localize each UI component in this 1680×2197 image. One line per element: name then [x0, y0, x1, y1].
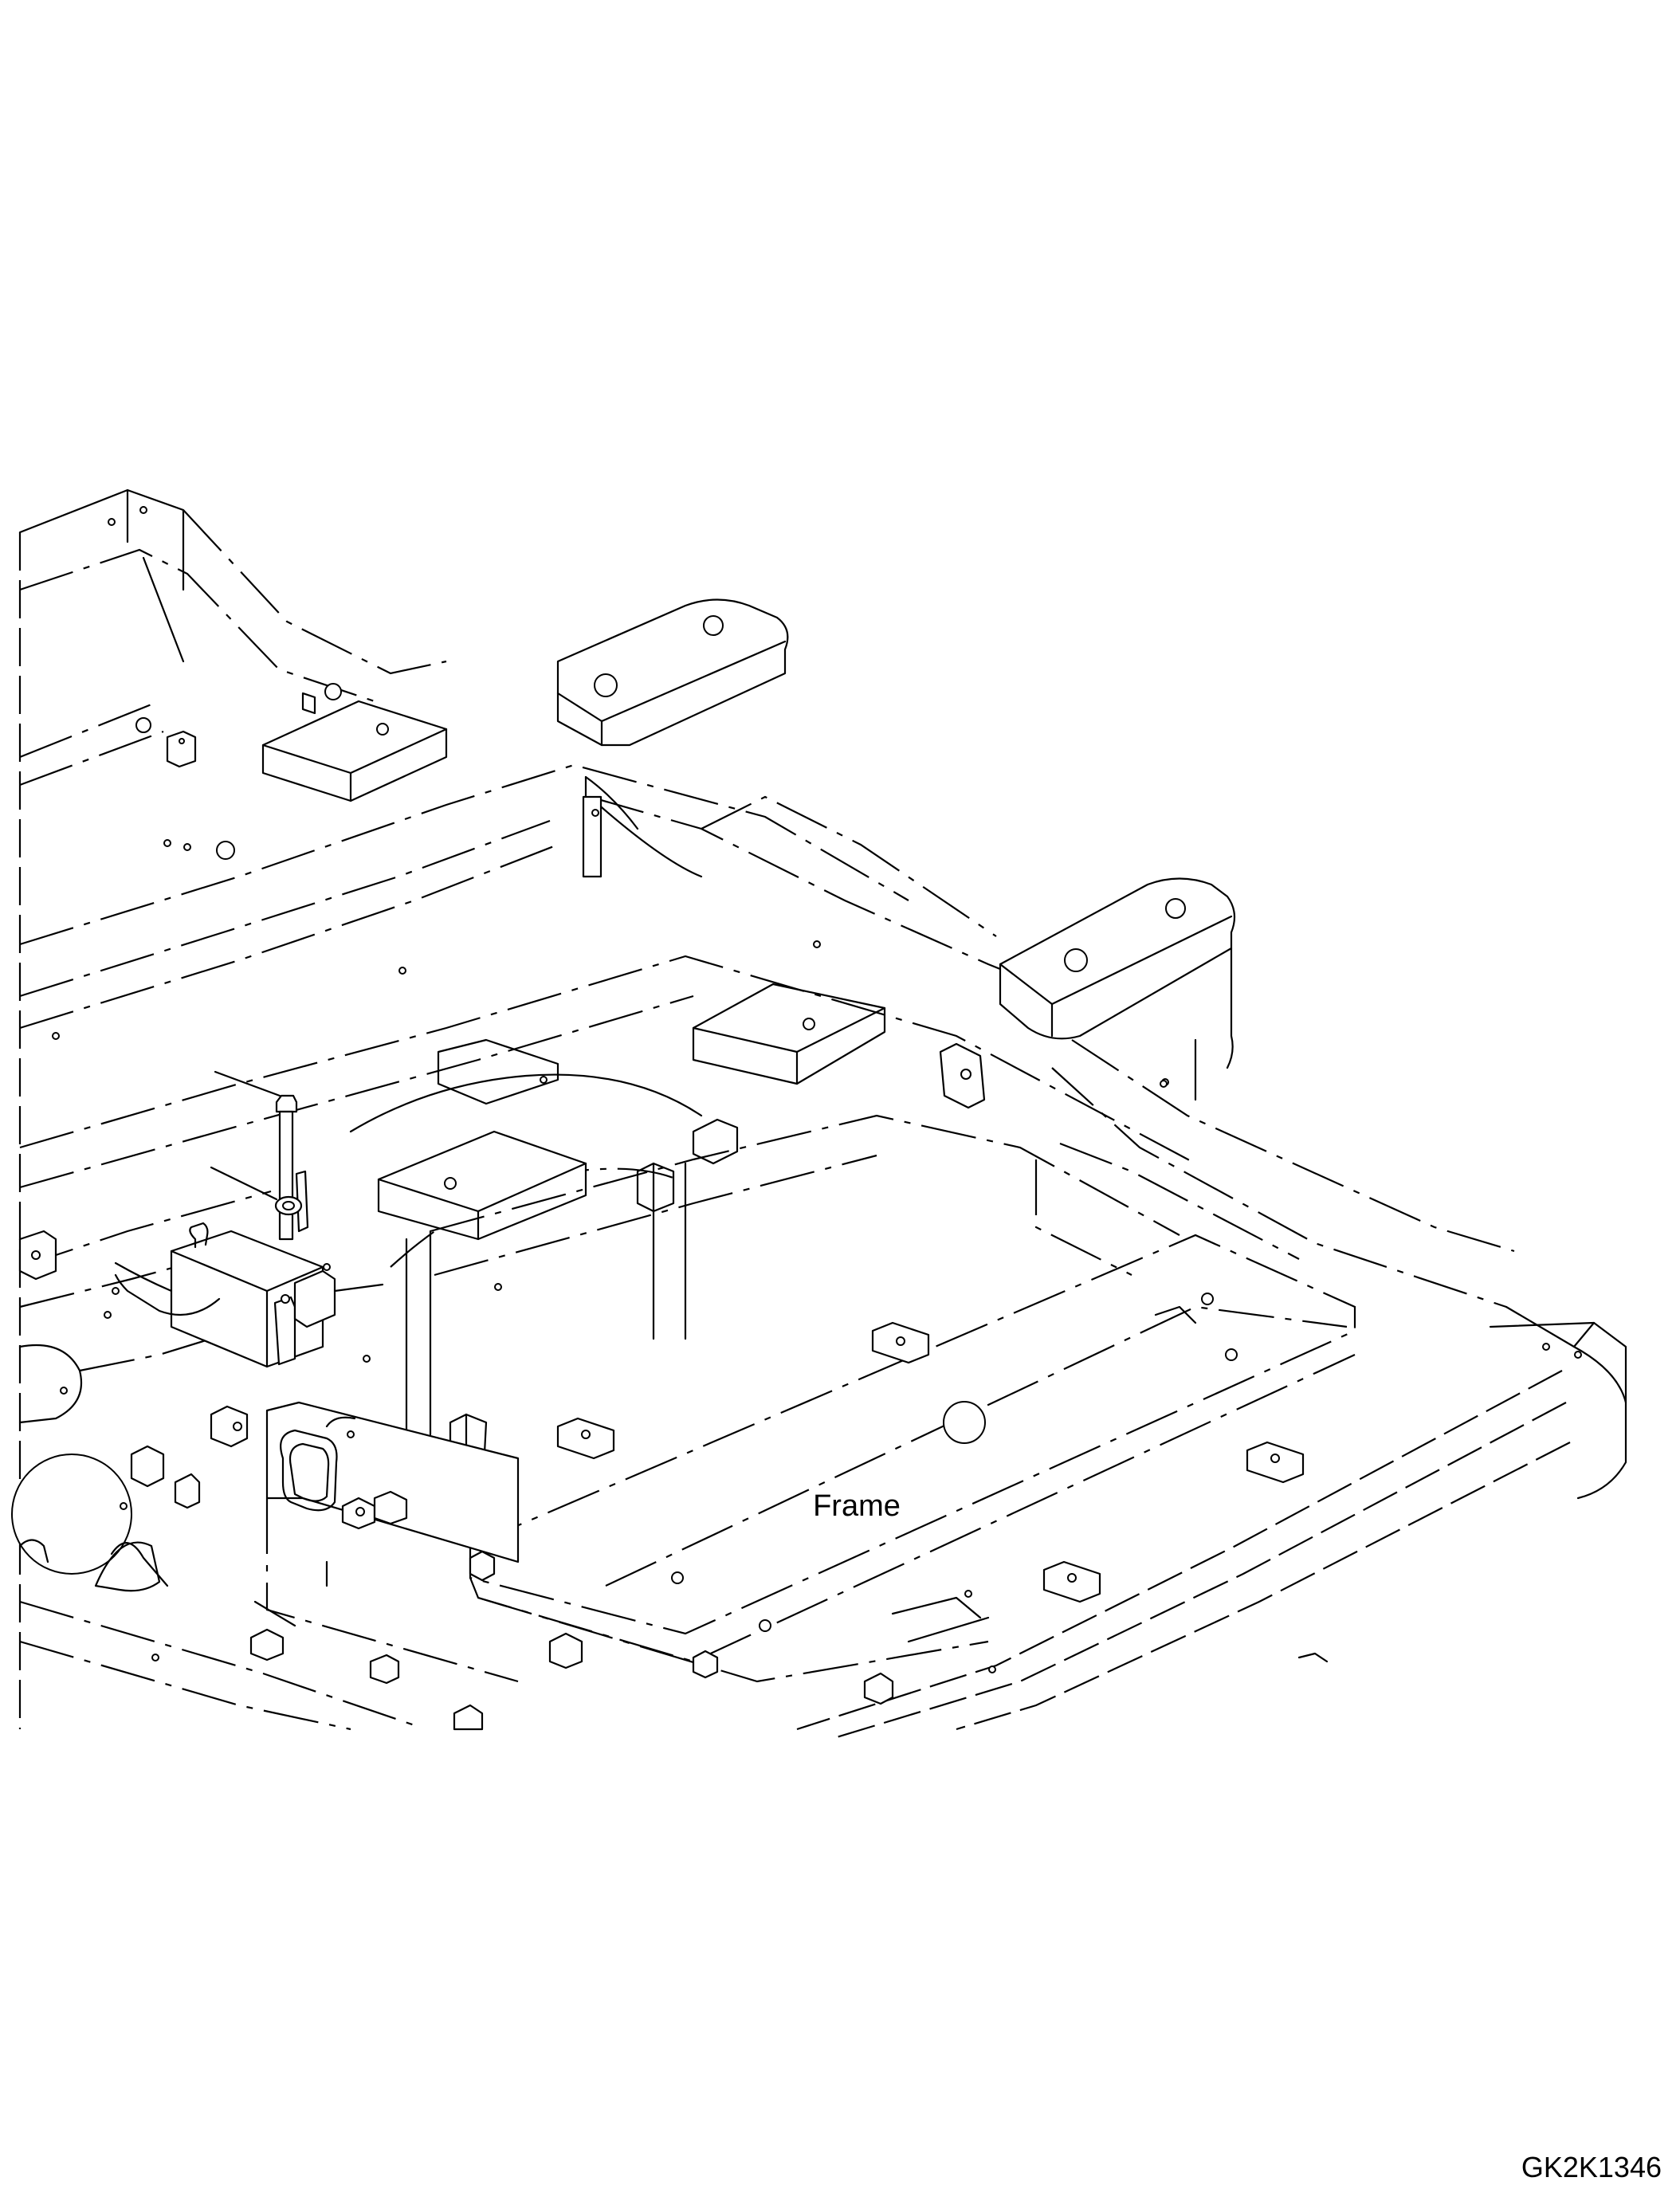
washer-part [274, 1195, 303, 1216]
drawing-code: GK2K1346 [1521, 2151, 1662, 2183]
callout-leaders [210, 1070, 384, 1293]
middle-crossmember [19, 940, 1196, 1268]
lower-central-beam [377, 1114, 1180, 1436]
upper-mid-pad [166, 683, 448, 802]
middle-frame-beam [19, 763, 1029, 982]
sensor-box-part [114, 1222, 336, 1368]
washer-leader-line [210, 1166, 278, 1201]
sensor-leader-line [333, 1283, 384, 1293]
right-upper-bracket [999, 877, 1236, 1101]
upper-rear-frame [18, 488, 559, 1030]
bolt-part [275, 1094, 309, 1241]
upper-bracket-plate [556, 598, 789, 747]
lower-frame-plate [469, 1234, 1356, 1683]
bolt-leader-line [214, 1070, 281, 1097]
right-side-rails [796, 1039, 1627, 1739]
frame-label: Frame [813, 1489, 901, 1523]
lower-left-frame [11, 1190, 894, 1731]
